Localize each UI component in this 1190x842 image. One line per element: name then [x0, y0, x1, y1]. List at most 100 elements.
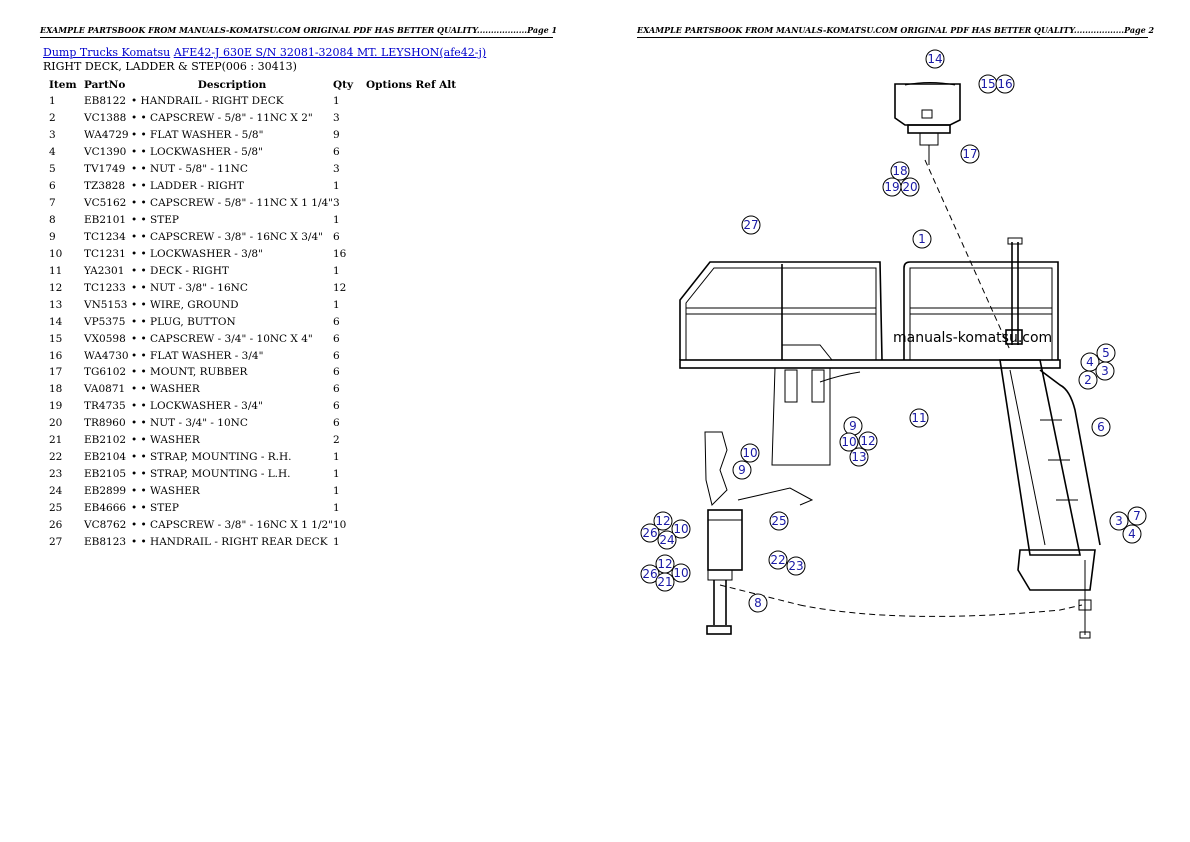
callout-circle: [741, 215, 761, 235]
cell-part-number: VN5153: [84, 298, 128, 311]
cell-item: 26: [49, 518, 63, 531]
col-header-part: PartNo: [84, 79, 126, 91]
callout-2: 2: [1078, 370, 1098, 390]
cell-part-number: VC8762: [84, 518, 127, 531]
callout-circle: [769, 511, 789, 531]
parts-table: Item PartNo Description Qty Options Ref …: [43, 77, 456, 550]
callout-label: 24: [659, 533, 674, 547]
callout-circle: [890, 161, 910, 181]
cell-part-number: EB8123: [84, 535, 127, 548]
callout-label: 18: [892, 164, 907, 178]
table-header-row: Item PartNo Description Qty Options Ref …: [43, 77, 456, 93]
cell-qty: 1: [333, 468, 340, 481]
cell-item: 10: [49, 247, 63, 260]
callout-12: 12: [655, 554, 675, 574]
cell-qty: 10: [333, 518, 347, 531]
callout-6: 6: [1091, 417, 1111, 437]
callout-circle: [1078, 370, 1098, 390]
cell-qty: 1: [333, 535, 340, 548]
cell-item: 16: [49, 349, 63, 362]
cell-description: • • CAPSCREW - 3/4" - 10NC X 4": [131, 332, 313, 345]
breadcrumb-link-model[interactable]: AFE42-J 630E S/N 32081-32084 MT. LEYSHON…: [173, 46, 487, 59]
cell-qty: 3: [333, 197, 340, 210]
cell-description: • • WASHER: [131, 485, 200, 498]
callout-10: 10: [740, 443, 760, 463]
callout-12: 12: [858, 431, 878, 451]
cell-description: • • FLAT WASHER - 3/4": [131, 349, 264, 362]
callout-circle: [925, 49, 945, 69]
cell-qty: 12: [333, 281, 347, 294]
cell-item: 23: [49, 468, 63, 481]
cell-item: 5: [49, 163, 56, 176]
callout-label: 23: [788, 559, 803, 573]
col-header-description: Description: [197, 79, 267, 91]
cell-description: • HANDRAIL - RIGHT DECK: [131, 95, 284, 108]
callout-11: 11: [909, 408, 929, 428]
callout-circle: [900, 177, 920, 197]
cell-item: 9: [49, 230, 56, 243]
cell-description: • • LOCKWASHER - 5/8": [131, 146, 263, 159]
deck-right: [679, 344, 1061, 466]
callout-label: 19: [884, 180, 899, 194]
callout-circle: [640, 523, 660, 543]
callout-circle: [1109, 511, 1129, 531]
callout-circle: [748, 593, 768, 613]
callout-circle: [912, 229, 932, 249]
cell-qty: 1: [333, 485, 340, 498]
col-header-item: Item: [49, 79, 77, 91]
callout-19: 19: [882, 177, 902, 197]
page-header: EXAMPLE PARTSBOOK FROM MANUALS-KOMATSU.C…: [637, 25, 1154, 38]
cell-part-number: VA0871: [84, 383, 126, 396]
cell-qty: 9: [333, 129, 340, 142]
cell-item: 14: [49, 315, 63, 328]
callout-7: 7: [1127, 506, 1147, 526]
callout-label: 12: [657, 557, 672, 571]
callout-circle: [671, 519, 691, 539]
cell-description: • • DECK - RIGHT: [131, 264, 229, 277]
callout-label: 8: [754, 596, 762, 610]
cell-description: • • MOUNT, RUBBER: [131, 366, 248, 379]
cell-item: 13: [49, 298, 63, 311]
callout-circle: [640, 564, 660, 584]
cell-item: 17: [49, 366, 63, 379]
cell-part-number: EB8122: [84, 95, 127, 108]
callout-circle: [740, 443, 760, 463]
callout-26: 26: [640, 523, 660, 543]
callout-18: 18: [890, 161, 910, 181]
diagram-page: EXAMPLE PARTSBOOK FROM MANUALS-KOMATSU.C…: [595, 0, 1190, 842]
cell-description: • • CAPSCREW - 3/8" - 16NC X 3/4": [131, 230, 323, 243]
cell-item: 15: [49, 332, 63, 345]
cell-description: • • LOCKWASHER - 3/8": [131, 247, 263, 260]
callout-label: 12: [860, 434, 875, 448]
cell-description: • • CAPSCREW - 5/8" - 11NC X 1 1/4": [131, 197, 333, 210]
callout-10: 10: [671, 563, 691, 583]
rubber-mount-assembly: [894, 82, 961, 165]
callout-label: 16: [997, 77, 1012, 91]
cell-description: • • PLUG, BUTTON: [131, 315, 236, 328]
cell-part-number: TG6102: [84, 366, 127, 379]
cell-part-number: TZ3828: [84, 180, 126, 193]
cell-description: • • FLAT WASHER - 5/8": [131, 129, 264, 142]
callout-label: 9: [738, 463, 746, 477]
callout-circle: [995, 74, 1015, 94]
cell-description: • • CAPSCREW - 5/8" - 11NC X 2": [131, 112, 313, 125]
callout-circle: [849, 447, 869, 467]
callout-label: 3: [1101, 364, 1109, 378]
callout-label: 7: [1133, 509, 1141, 523]
cell-description: • • STEP: [131, 214, 179, 227]
callout-3: 3: [1095, 361, 1115, 381]
cell-qty: 2: [333, 434, 340, 447]
breadcrumb-link-dump-trucks[interactable]: Dump Trucks Komatsu: [43, 46, 171, 59]
handrail-right-deck: [903, 237, 1059, 360]
